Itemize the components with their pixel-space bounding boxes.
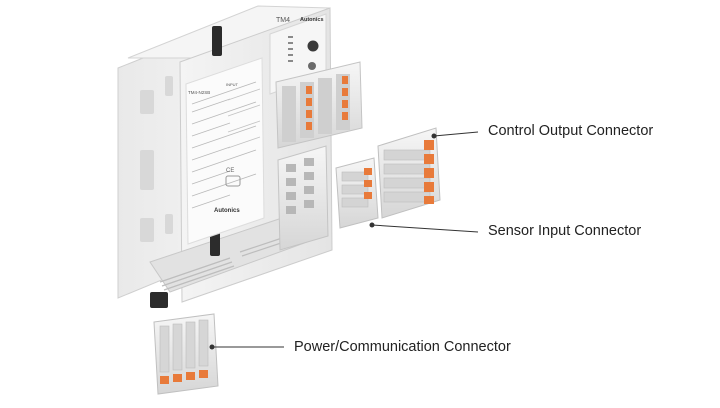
loader-port-icon [307, 40, 319, 52]
brand-mark-front: Autonics [214, 208, 240, 214]
leader-control-output [431, 131, 479, 139]
control-output-connector [377, 127, 441, 219]
label-printed-lines [191, 81, 257, 209]
spec-lines [227, 88, 261, 149]
brand-mark-top: Autonics [300, 17, 324, 23]
status-leds [288, 36, 293, 62]
model-badge: TM4 [276, 17, 290, 24]
leader-power-communication [209, 344, 284, 350]
mounted-output-terminal [275, 61, 363, 149]
top-latch [212, 26, 222, 56]
leader-sensor-input [369, 222, 479, 233]
sensor-input-connector-label: Sensor Input Connector [488, 223, 642, 239]
cert-marks: CE [226, 168, 234, 174]
sensor-input-connector [335, 157, 379, 229]
control-output-connector-label: Control Output Connector [488, 123, 654, 139]
power-communication-connector-label: Power/Communication Connector [294, 339, 511, 355]
power-communication-connector [153, 313, 219, 395]
model-label: TM4-N2SB [188, 90, 210, 95]
input-label: INPUT [226, 82, 239, 87]
rotary-switch-icon [308, 62, 316, 70]
din-rail-slots [140, 76, 173, 242]
din-clip [150, 292, 168, 308]
ul-mark-icon [225, 175, 241, 187]
front-label-panel [185, 57, 265, 245]
mounted-input-terminal [277, 145, 329, 251]
